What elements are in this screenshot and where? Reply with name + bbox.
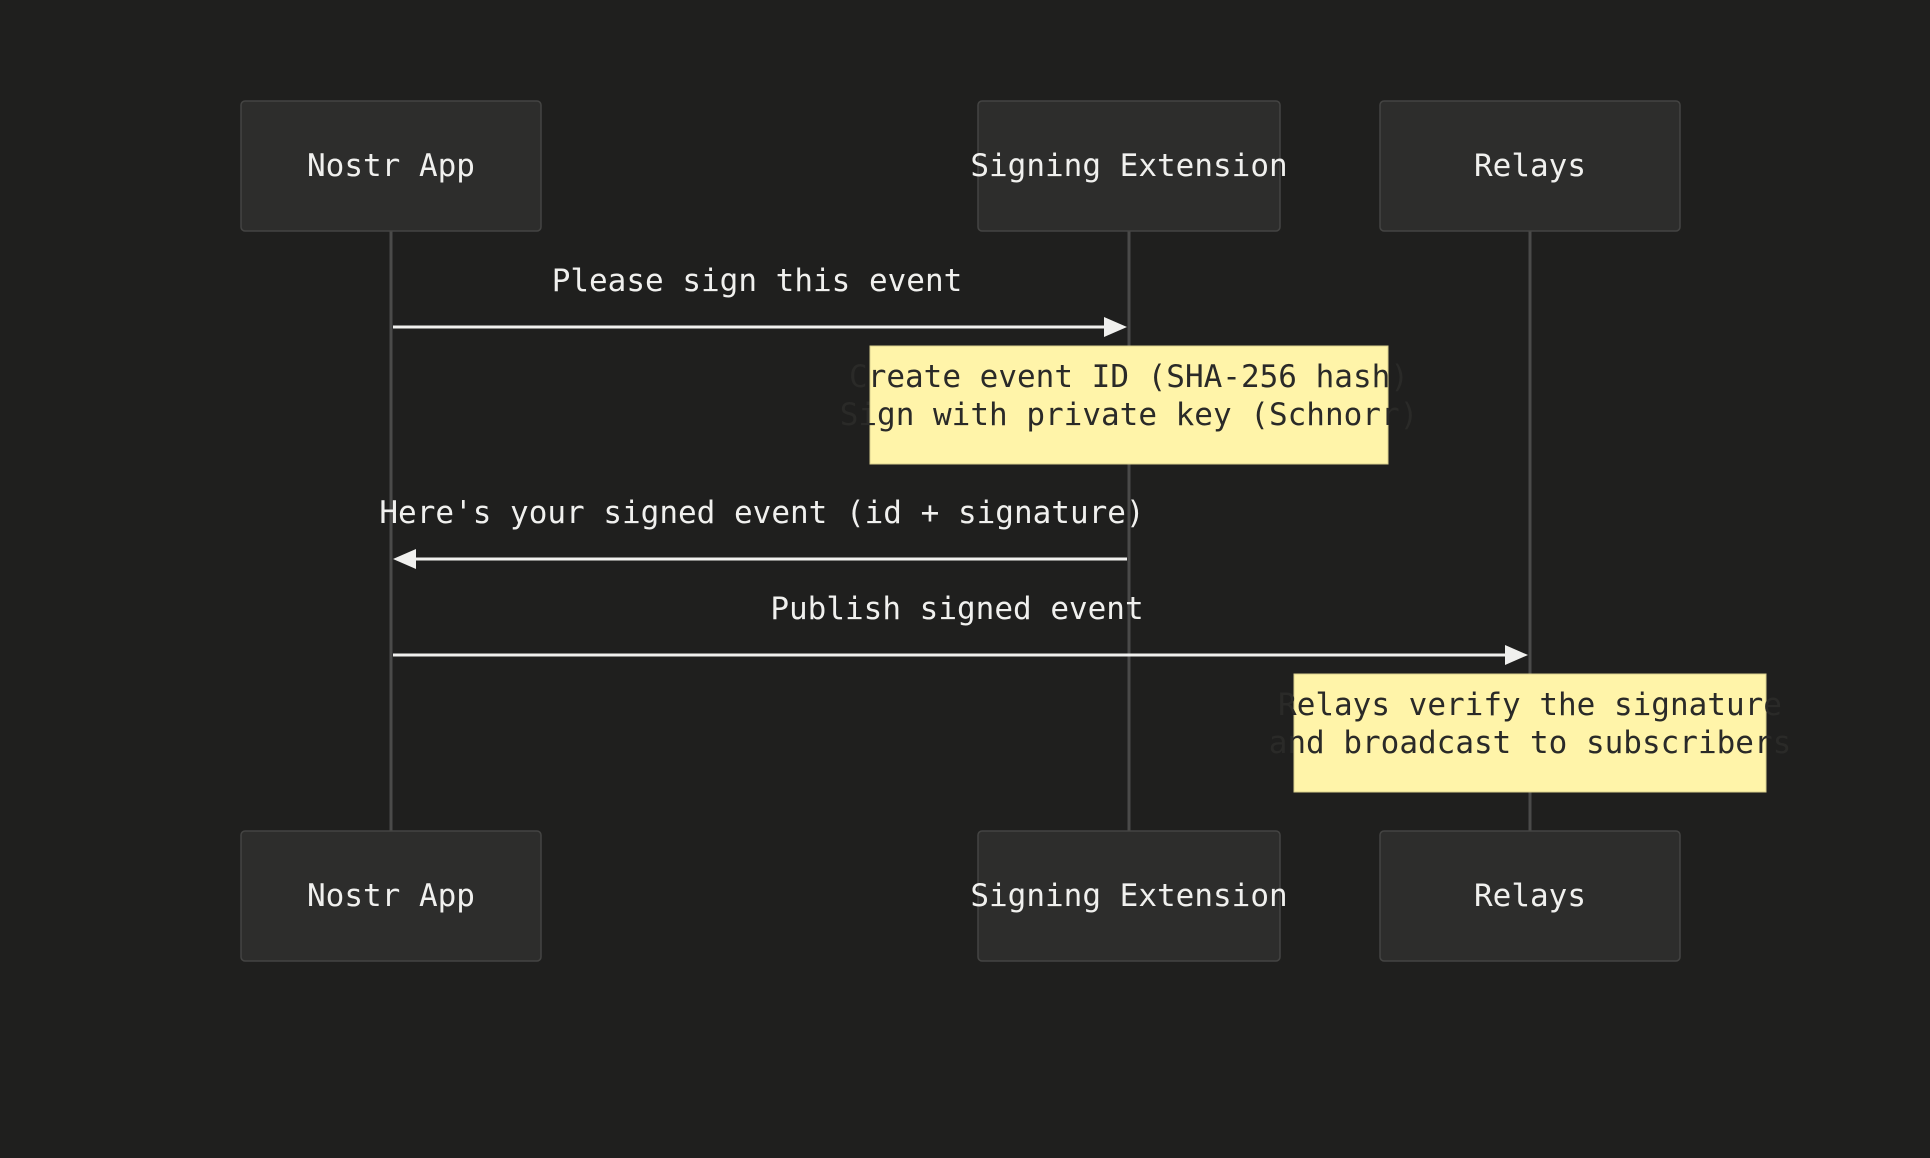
actor-box (1379, 100, 1681, 232)
note-box (869, 345, 1389, 465)
actor-bottom-relays[interactable]: Relays (1379, 830, 1681, 962)
arrowhead-right (1104, 317, 1127, 337)
actor-top-signing-extension[interactable]: Signing Extension (970, 100, 1288, 232)
message-please-sign: Please sign this event (393, 263, 1127, 337)
note-line: Relays verify the signature (1278, 687, 1782, 723)
actor-label: Signing Extension (970, 148, 1287, 184)
actor-box (240, 100, 542, 232)
actor-box (1379, 830, 1681, 962)
actor-bottom-signing-extension[interactable]: Signing Extension (970, 830, 1288, 962)
actor-box (240, 830, 542, 962)
message-label: Here's your signed event (id + signature… (379, 495, 1144, 531)
note-box (1293, 673, 1767, 793)
actor-box (977, 830, 1281, 962)
actor-top-nostr-app[interactable]: Nostr App (240, 100, 542, 232)
message-signed-event-returned: Here's your signed event (id + signature… (379, 495, 1145, 569)
actor-label: Relays (1474, 878, 1586, 914)
message-label: Publish signed event (770, 591, 1143, 627)
message-publish: Publish signed event (393, 591, 1528, 665)
arrowhead-right (1505, 645, 1528, 665)
note-line: and broadcast to subscribers (1269, 725, 1792, 761)
note-line: Sign with private key (Schnorr) (840, 397, 1419, 433)
actor-label: Nostr App (307, 148, 475, 184)
message-label: Please sign this event (552, 263, 963, 299)
actor-box (977, 100, 1281, 232)
actor-label: Signing Extension (970, 878, 1287, 914)
actor-label: Nostr App (307, 878, 475, 914)
actor-top-relays[interactable]: Relays (1379, 100, 1681, 232)
arrowhead-left (393, 549, 416, 569)
actor-bottom-nostr-app[interactable]: Nostr App (240, 830, 542, 962)
note-relay-verify: Relays verify the signature and broadcas… (1269, 673, 1792, 793)
note-signing-steps: Create event ID (SHA-256 hash) Sign with… (840, 345, 1419, 465)
actor-label: Relays (1474, 148, 1586, 184)
note-line: Create event ID (SHA-256 hash) (849, 359, 1409, 395)
